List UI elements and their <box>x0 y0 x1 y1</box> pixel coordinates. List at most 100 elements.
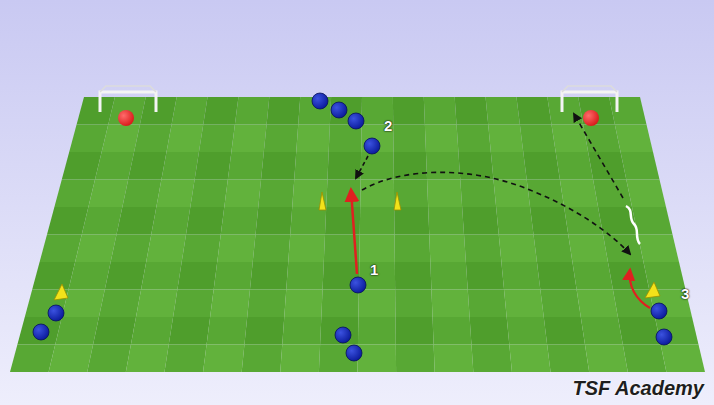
pitch-cell <box>253 235 291 263</box>
pitch-cell <box>169 317 210 345</box>
pitch-cell <box>126 345 169 373</box>
pitch-cell <box>426 152 460 180</box>
pitch-cell <box>393 97 425 125</box>
pitch-cell <box>167 125 204 153</box>
pitch-cell <box>516 97 551 125</box>
pitch-cell <box>360 207 395 235</box>
pitch-cell <box>430 262 467 290</box>
pitch-cell <box>623 345 667 373</box>
pitch-cell <box>131 317 173 345</box>
pitch-cell <box>395 317 433 345</box>
pitch-cell <box>141 262 182 290</box>
pitch-cell <box>434 345 474 373</box>
pitch-cell <box>395 290 432 318</box>
pitch-cell <box>507 317 547 345</box>
pitch-cell <box>105 262 146 290</box>
pitch-cell <box>75 235 116 263</box>
pitch-cell <box>87 345 131 373</box>
player <box>656 329 672 345</box>
goal <box>100 86 156 112</box>
pitch-cell <box>638 235 679 263</box>
pitch-cell <box>643 262 685 290</box>
pitch-cell <box>588 152 626 180</box>
pitch-cell <box>88 180 128 208</box>
pitch-cell <box>250 262 288 290</box>
pitch-cell <box>427 180 462 208</box>
pitch-cell <box>242 345 283 373</box>
pitch-cell <box>358 290 395 318</box>
pitch-cell <box>499 235 537 263</box>
pitch-cell <box>491 152 527 180</box>
pitch-cell <box>358 317 396 345</box>
pitch-cell <box>358 345 397 373</box>
pitch-cell <box>190 180 228 208</box>
pitch-cell <box>136 290 177 318</box>
cone <box>645 282 660 298</box>
pitch-cell <box>221 207 259 235</box>
callout-number: 2 <box>384 118 392 133</box>
pass-arrow <box>362 172 630 254</box>
pitch-cell <box>470 317 510 345</box>
pitch-cell <box>321 290 359 318</box>
pitch-cell <box>68 262 110 290</box>
player <box>312 93 328 109</box>
pitch-cell <box>504 290 544 318</box>
pitch-cell <box>228 152 264 180</box>
pitch-cell <box>93 317 136 345</box>
pitch-cell <box>264 125 298 153</box>
pitch-cell <box>556 152 593 180</box>
pitch-cell <box>455 97 489 125</box>
pitch-cell <box>267 97 301 125</box>
pitch-cell <box>235 97 269 125</box>
pitch-cell <box>425 125 459 153</box>
pitch-cell <box>40 235 82 263</box>
pitch-cell <box>282 317 321 345</box>
pitch-cell <box>177 262 217 290</box>
pitch-cell <box>661 345 705 373</box>
pitch-cell <box>10 345 55 373</box>
pitch-cell <box>199 125 235 153</box>
pitch-cell <box>231 125 266 153</box>
pitch-cell <box>247 290 286 318</box>
callout-number: 1 <box>370 262 378 277</box>
turn-arrow <box>630 270 650 308</box>
pitch-cell <box>261 152 296 180</box>
pitch-cell <box>173 290 214 318</box>
player <box>335 327 351 343</box>
pitch-cell <box>62 290 105 318</box>
pitch-cell <box>457 125 491 153</box>
pitch-cell <box>224 180 261 208</box>
pitch-cell <box>527 180 564 208</box>
player <box>348 113 364 129</box>
pitch-cell <box>655 317 699 345</box>
pitch-cell <box>203 345 244 373</box>
pitch-cell <box>396 345 435 373</box>
pitch-cell <box>464 235 501 263</box>
pitch-cell <box>501 262 540 290</box>
pitch-cell <box>361 152 394 180</box>
pitch-cell <box>609 97 646 125</box>
pitch-cell <box>360 180 394 208</box>
pitch-cell <box>82 207 123 235</box>
pitch-cell <box>327 152 361 180</box>
pitch-cell <box>488 125 523 153</box>
pitch-cell <box>122 180 161 208</box>
pitch-cell <box>95 152 134 180</box>
pitch-cell <box>164 345 206 373</box>
pitch-cell <box>296 125 330 153</box>
goalkeeper <box>583 110 599 126</box>
pitch-cell <box>69 125 108 153</box>
pitch-cell <box>523 152 560 180</box>
pitch-cell <box>460 180 496 208</box>
pitch-cell <box>146 235 186 263</box>
pitch-cell <box>186 207 224 235</box>
player <box>331 102 347 118</box>
pitch-cell <box>544 317 585 345</box>
pitch-cell <box>99 290 141 318</box>
pitch-cell <box>608 262 649 290</box>
pitch-cell <box>564 207 603 235</box>
pitch-cell <box>182 235 221 263</box>
player <box>364 138 380 154</box>
